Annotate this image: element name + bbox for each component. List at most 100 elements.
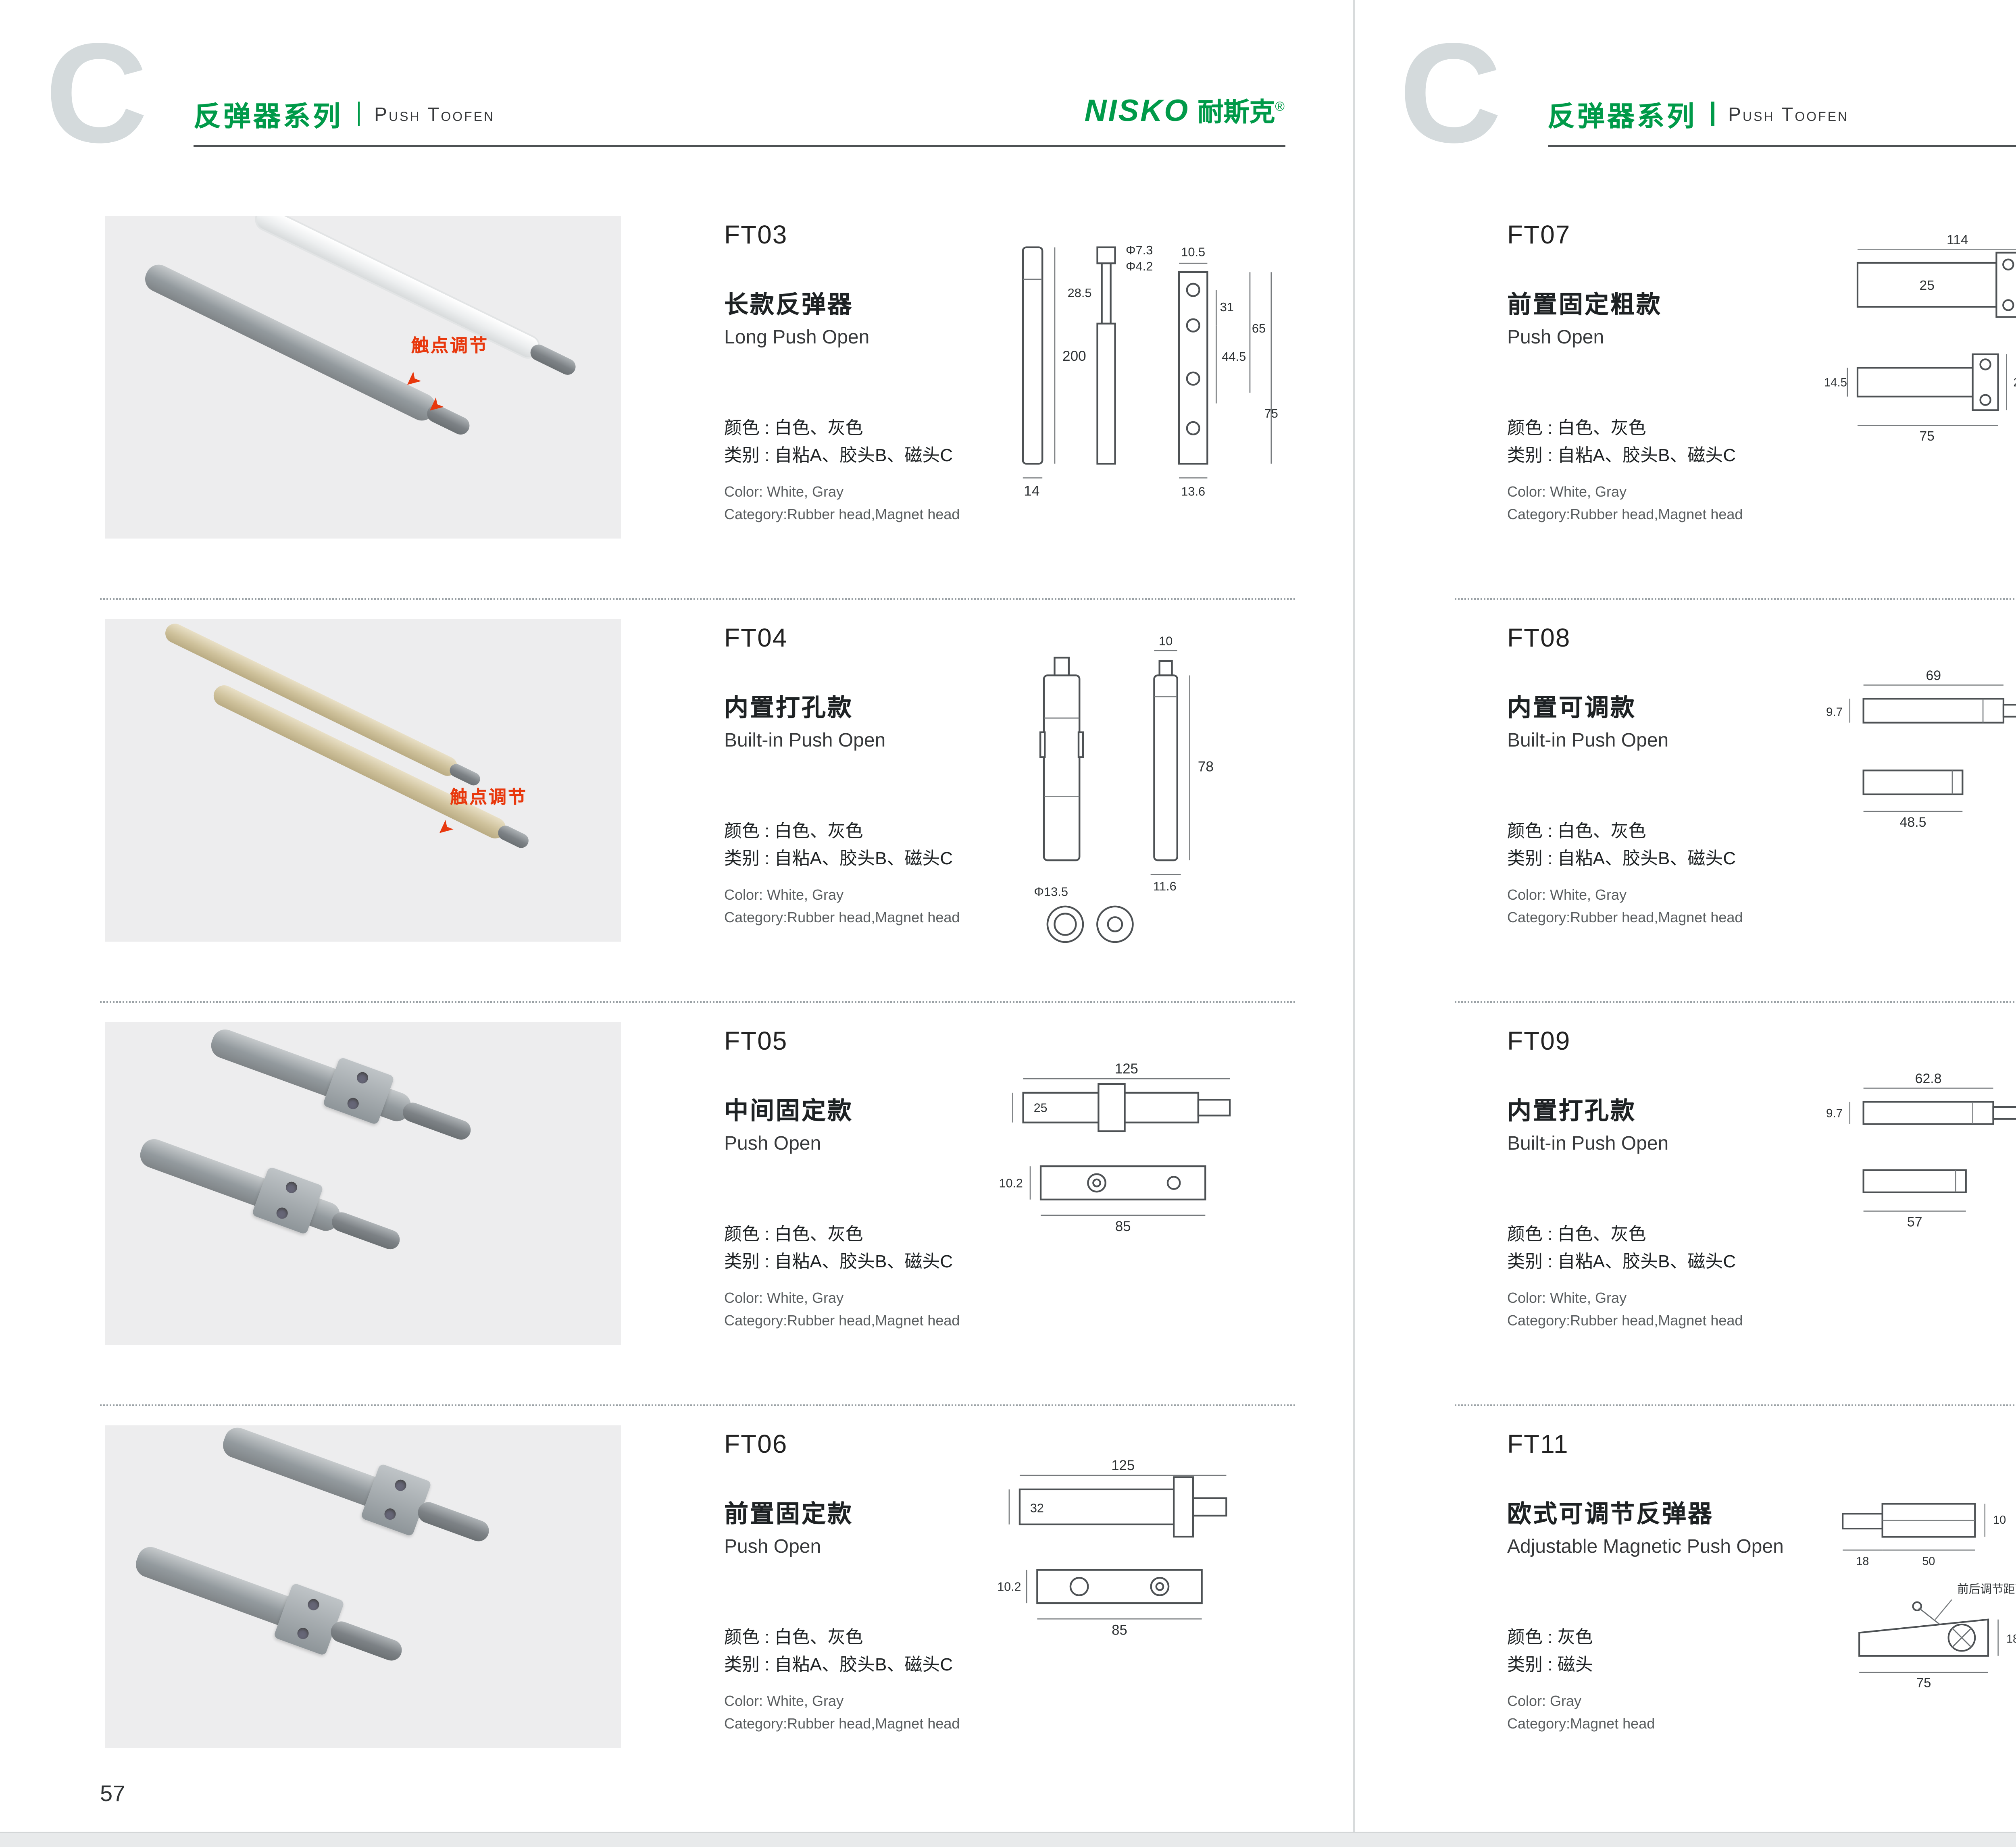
dim-label: 10.5 [1181,245,1205,259]
spec-color-en: Color: White, Gray [724,1290,844,1306]
series-title-cn: 反弹器系列 [1547,102,1697,132]
dim-label: 85 [1112,1622,1127,1638]
product-name-en: Built-in Push Open [724,729,886,751]
screw-hole [284,1180,299,1195]
spec-color-en: Color: White, Gray [724,1693,844,1710]
spec-category-en: Category:Rubber head,Magnet head [724,505,960,522]
product-image-unit [213,1425,523,1576]
dim-label: 75 [1264,406,1278,420]
rod-tip [527,342,579,378]
unit-tip [415,1499,492,1544]
spec-category-cn: 类别 : 自粘A、胶头B、磁头C [724,1656,953,1676]
product-code: FT05 [724,1029,788,1056]
product-name-cn: 内置打孔款 [724,695,854,722]
dim-label: 10.2 [999,1176,1023,1190]
screw-hole [383,1507,398,1522]
product-info-ft09: FT09 内置打孔款 Built-in Push Open 颜色 : 白色、灰色… [1507,1029,1822,1367]
spec-category-cn: 类别 : 自粘A、胶头B、磁头C [1507,447,1736,466]
series-title: 反弹器系列 Push Toofen [194,94,495,134]
product-code: FT06 [724,1432,788,1459]
dim-label: 10 [1992,1514,2005,1527]
mounting-plate [360,1463,432,1537]
product-name-cn: 内置打孔款 [1507,1098,1637,1125]
dim-label: 18 [1855,1555,1868,1568]
dim-label: 9.7 [1825,1107,1842,1120]
dim-label: 62.8 [1914,1071,1941,1086]
spec-color-en: Color: White, Gray [724,887,844,903]
technical-drawing-ft09: 62.8 9.7 57 [1822,1003,2016,1298]
dim-label: 10 [1159,634,1173,648]
spec-color-cn: 颜色 : 白色、灰色 [724,1629,863,1648]
drawing-note: 前后调节距离6mm [1956,1583,2016,1596]
product-info-ft04: FT04 内置打孔款 Built-in Push Open 颜色 : 白色、灰色… [724,626,998,964]
spec-category-en: Category:Magnet head [1507,1715,1655,1731]
spec-category-cn: 类别 : 自粘A、胶头B、磁头C [1507,850,1736,869]
spec-color-cn: 颜色 : 白色、灰色 [1507,822,1646,842]
dim-label: 14 [1024,483,1039,499]
spec-category-en: Category:Rubber head,Magnet head [1507,1312,1743,1328]
dim-label: 28.5 [1068,286,1092,300]
red-arrow-icon [433,816,458,842]
series-title-en: Push Toofen [374,102,495,125]
product-info-ft08: FT08 内置可调款 Built-in Push Open 颜色 : 白色、灰色… [1507,626,1822,964]
screw-hole [346,1096,360,1111]
dim-label: 10.2 [998,1580,1021,1594]
dim-label: 125 [1115,1061,1138,1077]
dim-label: 25 [1919,278,1934,293]
series-letter-mark: C [1399,13,1502,173]
product-specs: 颜色 : 白色、灰色 类别 : 自粘A、胶头B、磁头C Color: White… [724,819,998,929]
spec-color-cn: 颜色 : 白色、灰色 [724,822,863,842]
product-row-ft04: 触点调节 FT04 内置打孔款 Built-in Push Open 颜色 : … [0,600,1352,1003]
product-row-ft08: FT08 内置可调款 Built-in Push Open 颜色 : 白色、灰色… [1354,600,2016,1003]
spec-color-cn: 颜色 : 灰色 [1507,1629,1593,1648]
spec-category-en: Category:Rubber head,Magnet head [724,909,960,925]
product-info-ft03: FT03 长款反弹器 Long Push Open 颜色 : 白色、灰色 类别 … [724,223,998,561]
technical-drawing-ft11: 10 18 50 前后调节距离6mm 18 [1822,1406,2016,1733]
screw-hole [275,1206,289,1221]
spec-category-cn: 类别 : 自粘A、胶头B、磁头C [724,850,953,869]
product-name-cn: 内置可调款 [1507,695,1637,722]
product-specs: 颜色 : 白色、灰色 类别 : 自粘A、胶头B、磁头C Color: White… [724,1625,998,1735]
dim-label: 32 [1030,1501,1044,1515]
product-info-ft06: FT06 前置固定款 Push Open 颜色 : 白色、灰色 类别 : 自粘A… [724,1432,998,1770]
product-name-en: Built-in Push Open [1507,1132,1669,1154]
product-row-ft09: FT09 内置打孔款 Built-in Push Open 颜色 : 白色、灰色… [1354,1003,2016,1406]
product-specs: 颜色 : 白色、灰色 类别 : 自粘A、胶头B、磁头C Color: White… [1507,1222,1822,1332]
product-code: FT04 [724,626,788,653]
spec-color-en: Color: White, Gray [724,484,844,500]
mounting-plate [273,1583,345,1656]
screw-hole [296,1626,310,1641]
product-photo-ft06 [105,1425,621,1748]
product-row-ft03: 触点调节 FT03 长款反弹器 Long Push Open 颜色 : 白色、灰… [0,197,1352,600]
product-code: FT11 [1507,1432,1569,1459]
dim-label: 48.5 [1899,815,1926,830]
dim-label: 44.5 [1222,349,1246,364]
product-row-ft05: FT05 中间固定款 Push Open 颜色 : 白色、灰色 类别 : 自粘A… [0,1003,1352,1406]
product-photo-ft04: 触点调节 [105,619,621,942]
product-name-cn: 中间固定款 [724,1098,854,1125]
product-name-en: Push Open [724,1132,821,1154]
header-rule [1547,145,2016,147]
product-name-cn: 前置固定款 [724,1501,854,1529]
product-code: FT08 [1507,626,1571,653]
screw-hole [355,1070,370,1085]
product-specs: 颜色 : 白色、灰色 类别 : 自粘A、胶头B、磁头C Color: White… [1507,416,1822,526]
photo-annotation: 触点调节 [450,788,527,808]
spec-color-en: Color: Gray [1507,1693,1582,1710]
product-image-unit [126,1530,436,1695]
dim-label: 65 [1252,321,1266,335]
rod-tip [496,823,531,851]
technical-drawing-ft07: 114 25 [1822,197,2016,508]
dim-label: 75 [1916,1675,1930,1690]
product-row-ft07: FT07 前置固定粗款 Push Open 颜色 : 白色、灰色 类别 : 自粘… [1354,197,2016,600]
photo-annotation: 触点调节 [411,337,489,356]
product-image-rod [210,682,531,851]
dim-label: Φ13.5 [1034,884,1068,899]
dim-label: 13.6 [1181,485,1205,499]
dim-label: Φ4.2 [1126,259,1153,273]
